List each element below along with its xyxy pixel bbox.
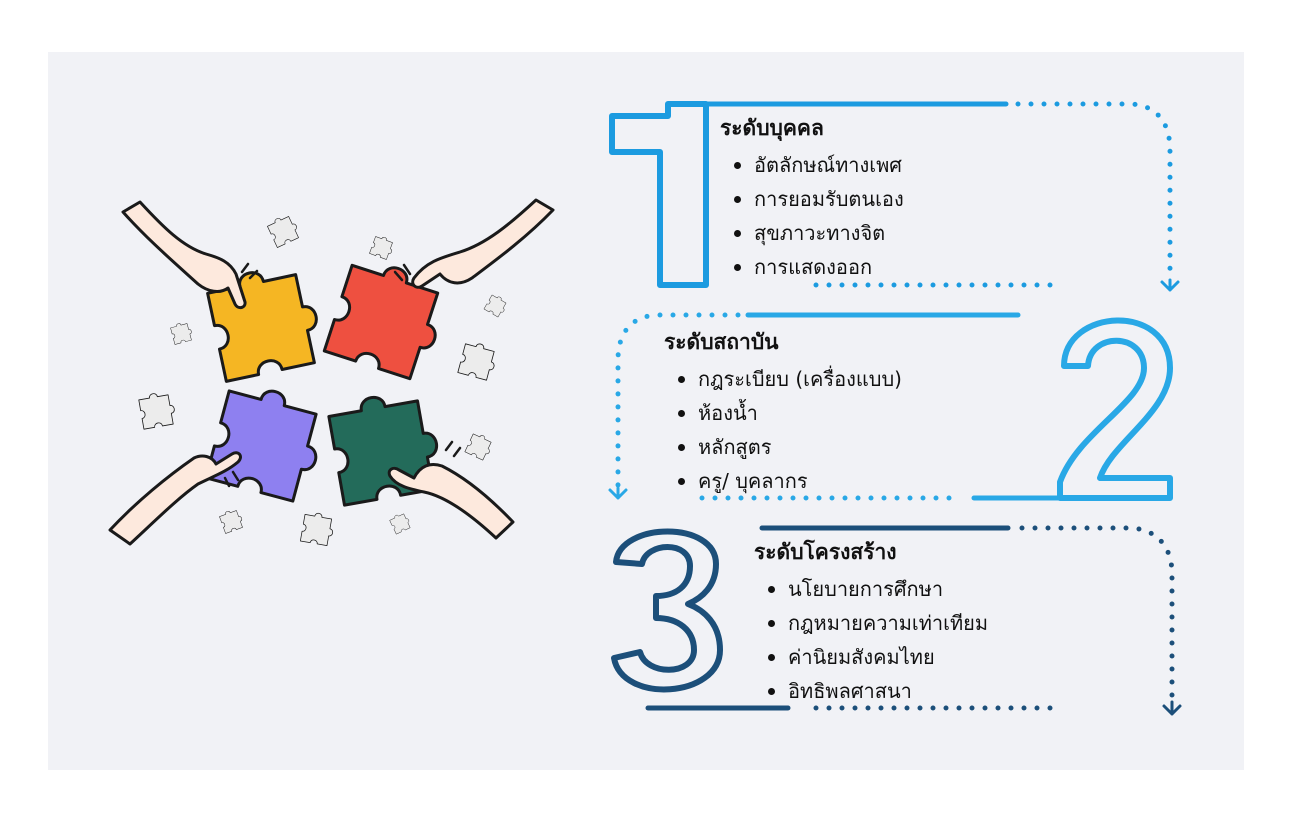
- level-2-graphic: [608, 312, 1173, 501]
- level-1-graphic: [609, 101, 1180, 292]
- level-3-graphic: [611, 525, 1182, 716]
- list-item: กฎระเบียบ (เครื่องแบบ): [678, 362, 902, 396]
- list-item: การยอมรับตนเอง: [734, 182, 904, 216]
- hand-top-right: [411, 198, 555, 289]
- hand-bottom-left: [108, 451, 242, 546]
- level-3-title: ระดับโครงสร้าง: [754, 540, 897, 564]
- level-1-title: ระดับบุคคล: [720, 116, 824, 140]
- small-puzzle-piece: [218, 507, 245, 534]
- list-item: การแสดงออก: [734, 250, 904, 284]
- level-1-block: ระดับบุคคล อัตลักษณ์ทางเพศ การยอมรับตนเอ…: [720, 114, 904, 284]
- small-puzzle-piece: [464, 431, 495, 462]
- small-puzzle-piece: [457, 339, 500, 382]
- list-item: ครู/ บุคลากร: [678, 464, 902, 498]
- level-1-list: อัตลักษณ์ทางเพศ การยอมรับตนเอง สุขภาวะทา…: [720, 148, 904, 284]
- list-item: อิทธิพลศาสนา: [768, 674, 988, 708]
- infographic-artwork: [108, 101, 1182, 716]
- level-2-title: ระดับสถาบัน: [664, 330, 779, 354]
- list-item: ค่านิยมสังคมไทย: [768, 640, 988, 674]
- small-puzzle-piece: [137, 390, 178, 430]
- small-puzzle-piece: [169, 320, 194, 345]
- number-3-outline: [611, 528, 723, 693]
- list-item: หลักสูตร: [678, 430, 902, 464]
- level-2-list: กฎระเบียบ (เครื่องแบบ) ห้องน้ำ หลักสูตร …: [664, 362, 902, 498]
- level-3-list: นโยบายการศึกษา กฎหมายความเท่าเทียม ค่านิ…: [754, 572, 988, 708]
- level-2-block: ระดับสถาบัน กฎระเบียบ (เครื่องแบบ) ห้องน…: [664, 328, 902, 498]
- small-puzzle-piece: [388, 511, 413, 535]
- list-item: อัตลักษณ์ทางเพศ: [734, 148, 904, 182]
- purple-puzzle-piece: [204, 378, 332, 506]
- list-item: ห้องน้ำ: [678, 396, 902, 430]
- hand-top-left: [121, 200, 247, 310]
- small-puzzle-piece: [265, 212, 302, 248]
- small-puzzle-piece: [299, 510, 336, 547]
- list-item: นโยบายการศึกษา: [768, 572, 988, 606]
- hand-bottom-right: [387, 463, 515, 540]
- list-item: สุขภาวะทางจิต: [734, 216, 904, 250]
- number-1-outline: [609, 101, 709, 288]
- level-3-block: ระดับโครงสร้าง นโยบายการศึกษา กฎหมายความ…: [754, 538, 988, 708]
- small-puzzle-piece: [483, 292, 510, 319]
- puzzle-illustration: [108, 198, 555, 547]
- small-puzzle-piece: [369, 234, 396, 261]
- number-2-outline: [1057, 317, 1173, 501]
- infographic-panel: ระดับบุคคล อัตลักษณ์ทางเพศ การยอมรับตนเอ…: [48, 52, 1244, 770]
- list-item: กฎหมายความเท่าเทียม: [768, 606, 988, 640]
